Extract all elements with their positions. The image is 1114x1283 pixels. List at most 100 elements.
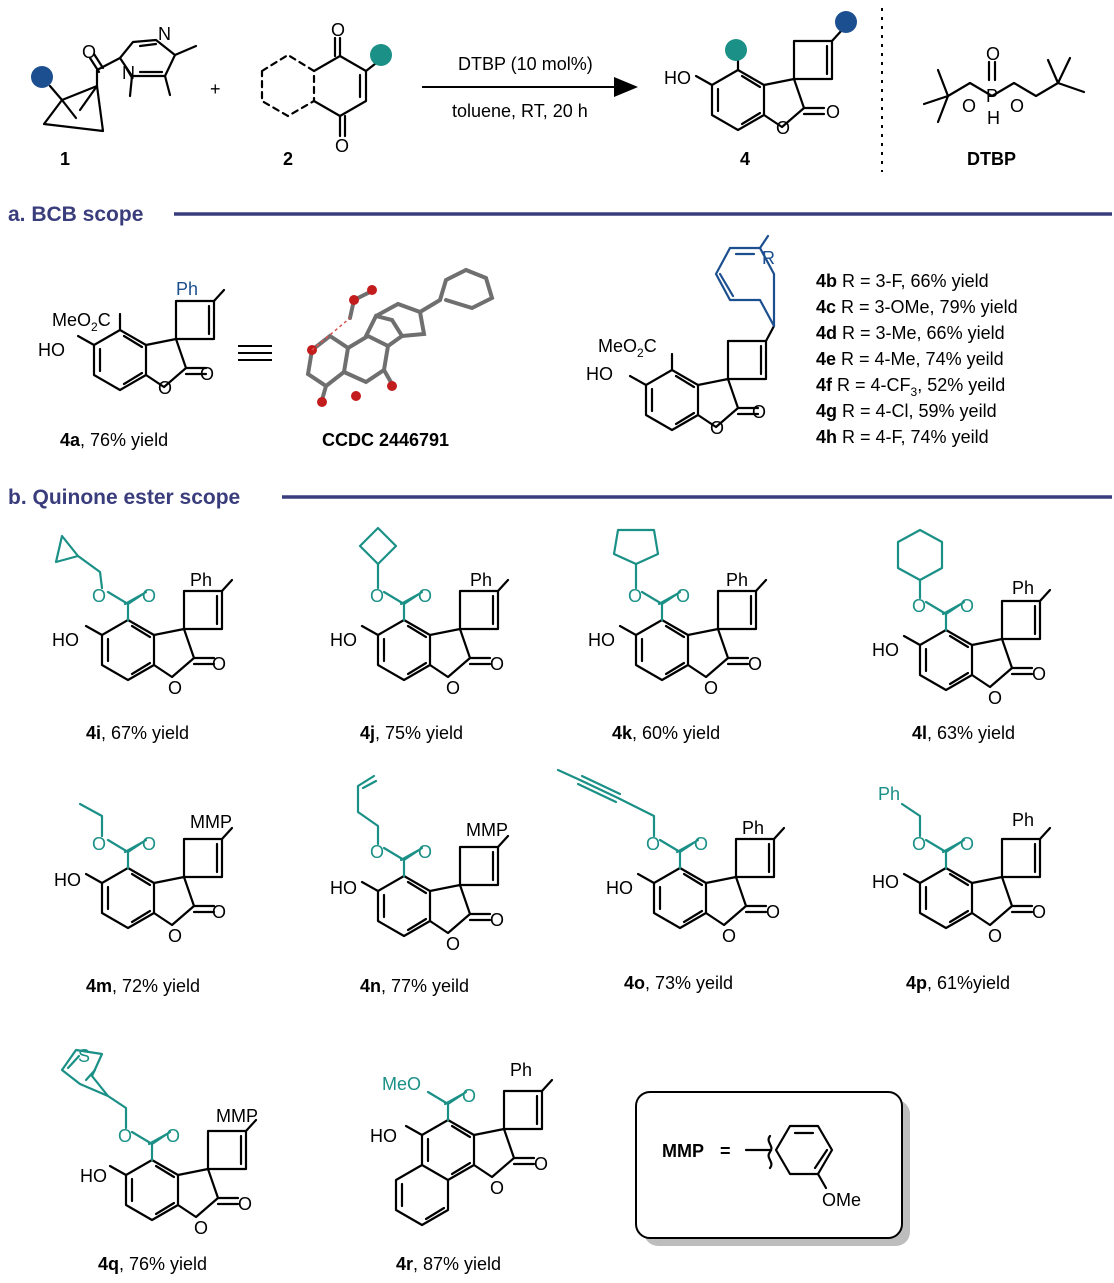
atom-ho: HO — [588, 630, 615, 650]
atom-o: O — [446, 678, 460, 698]
atom-o: O — [142, 834, 156, 854]
compound-4a-structure — [76, 288, 226, 392]
atom-o: O — [490, 654, 504, 674]
compound-4l-structure — [896, 528, 1052, 692]
atom-o: O — [335, 136, 349, 156]
compound-4n-structure — [356, 774, 510, 938]
teal-substituent-dot — [725, 39, 747, 61]
top-reaction-scheme: O N N 1 + O O 2 DTBP (10 mol%) toluene, … — [31, 8, 1086, 172]
atom-o: O — [418, 586, 432, 606]
compound-4p-caption: 4p, 61%yield — [906, 973, 1010, 993]
atom-ph: Ph — [510, 1060, 532, 1080]
aryl-ring — [714, 234, 776, 328]
crystal-atoms — [307, 285, 397, 407]
atom-o: O — [238, 1194, 252, 1214]
compound-4r-structure — [394, 1078, 554, 1227]
atom-o: O — [748, 654, 762, 674]
atom-o: O — [92, 586, 106, 606]
atom-ho: HO — [54, 870, 81, 890]
entry-4d: 4d R = 3-Me, 66% yield — [816, 323, 1005, 343]
atom-o: O — [988, 926, 1002, 946]
atom-o: O — [1010, 96, 1024, 116]
compound-4p-structure — [900, 802, 1052, 930]
atom-o: O — [694, 834, 708, 854]
atom-o: O — [200, 364, 214, 384]
compound-4r-caption: 4r, 87% yield — [396, 1254, 501, 1274]
ccdc-label: CCDC 2446791 — [322, 430, 449, 450]
atom-mmp: MMP — [216, 1106, 258, 1126]
crystal-structure-image — [305, 267, 495, 402]
atom-mmp: MMP — [190, 812, 232, 832]
atom-ho: HO — [38, 340, 65, 360]
atom-n: N — [158, 24, 171, 44]
atom-o: O — [752, 402, 766, 422]
atom-o: O — [1032, 664, 1046, 684]
atom-ho: HO — [52, 630, 79, 650]
atom-o: O — [331, 20, 345, 40]
atom-o: O — [776, 118, 790, 138]
atom-p: P — [986, 86, 998, 106]
entry-4c: 4c R = 3-OMe, 79% yield — [816, 297, 1018, 317]
mmp-definition-box — [635, 1091, 910, 1246]
compound-4l-caption: 4l, 63% yield — [912, 723, 1015, 743]
atom-h: H — [987, 108, 1000, 128]
atom-n: N — [122, 63, 135, 83]
atom-o: O — [490, 910, 504, 930]
atom-o: O — [722, 926, 736, 946]
atom-ho: HO — [330, 630, 357, 650]
compound-4m-caption: 4m, 72% yield — [86, 976, 200, 996]
entry-4b: 4b R = 3-F, 66% yield — [816, 271, 989, 291]
compound-4q-caption: 4q, 76% yield — [98, 1254, 207, 1274]
atom-o: O — [960, 834, 974, 854]
atom-ph: Ph — [470, 570, 492, 590]
compound-4j-structure — [358, 526, 510, 682]
atom-o: O — [962, 96, 976, 116]
atom-ome: OMe — [822, 1190, 861, 1210]
entry-4g: 4g R = 4-Cl, 59% yeild — [816, 401, 997, 421]
section-a-title: a. BCB scope — [8, 203, 143, 226]
atom-ho: HO — [80, 1166, 107, 1186]
atom-o: O — [370, 586, 384, 606]
atom-o: O — [628, 586, 642, 606]
atom-ho: HO — [872, 640, 899, 660]
atom-o: O — [1032, 902, 1046, 922]
compound-4-label: 4 — [740, 149, 750, 169]
atom-ho: HO — [872, 872, 899, 892]
plus-sign: + — [210, 79, 221, 99]
atom-o: O — [118, 1126, 132, 1146]
atom-o: O — [166, 1126, 180, 1146]
entry-4e: 4e R = 4-Me, 74% yeild — [816, 349, 1004, 369]
section-b-title: b. Quinone ester scope — [8, 486, 240, 509]
compound-1-structure — [31, 38, 198, 133]
atom-o: O — [168, 926, 182, 946]
atom-o: O — [912, 596, 926, 616]
entry-4h: 4h R = 4-F, 74% yeild — [816, 427, 989, 447]
compound-1-label: 1 — [60, 149, 70, 169]
atom-ph: Ph — [878, 784, 900, 804]
atom-o: O — [92, 834, 106, 854]
atom-s: S — [78, 1046, 90, 1066]
teal-substituent-dot — [370, 44, 392, 66]
atom-ho: HO — [664, 68, 691, 88]
compound-4k-caption: 4k, 60% yield — [612, 723, 720, 743]
entry-4f: 4f R = 4-CF3, 52% yeild — [816, 375, 1005, 399]
compound-4k-structure — [612, 528, 768, 682]
atom-ph: Ph — [176, 279, 198, 299]
atom-ph: Ph — [1012, 810, 1034, 830]
compound-4i-structure — [54, 534, 234, 682]
atom-o: O — [490, 1178, 504, 1198]
atom-o: O — [158, 378, 172, 398]
atom-meo2c: MeO2C — [598, 336, 657, 360]
atom-ph: Ph — [1012, 578, 1034, 598]
atom-ho: HO — [606, 878, 633, 898]
atom-o: O — [194, 1218, 208, 1238]
compound-2-structure — [260, 36, 392, 138]
atom-o: O — [462, 1086, 476, 1106]
atom-o: O — [168, 678, 182, 698]
atom-ph: Ph — [742, 818, 764, 838]
dtbp-label: DTBP — [967, 149, 1016, 169]
atom-o: O — [446, 934, 460, 954]
product-4-structure — [694, 28, 844, 132]
atom-o: O — [418, 842, 432, 862]
